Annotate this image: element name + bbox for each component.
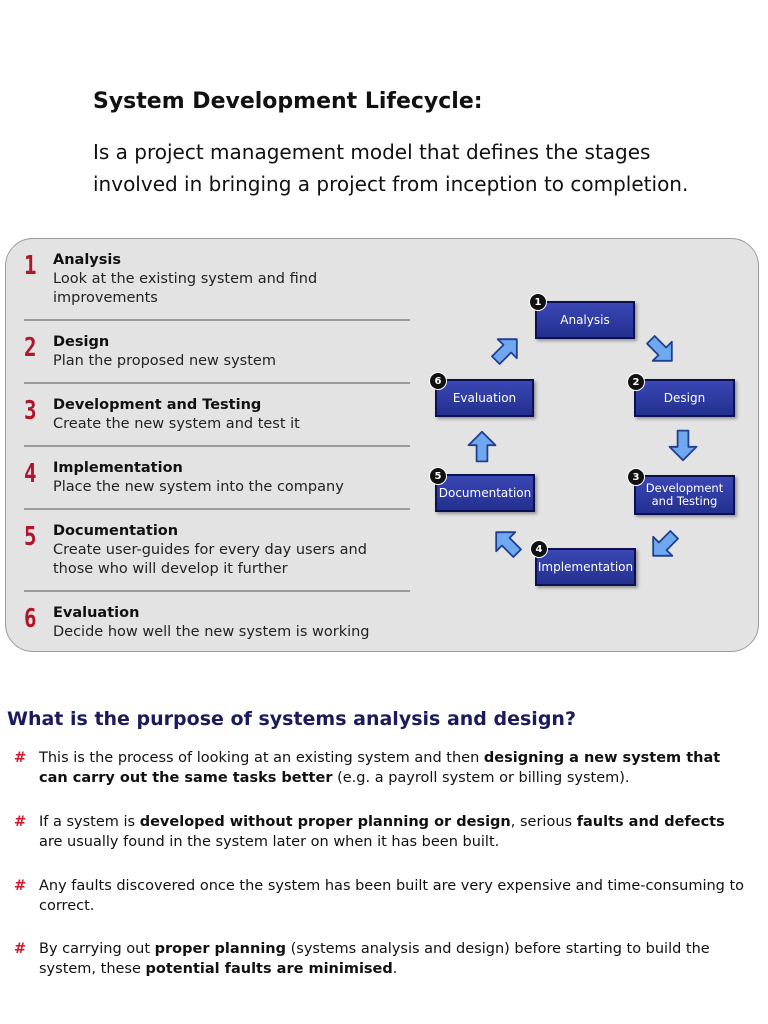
stage-number: 3 xyxy=(24,396,37,426)
cycle-box-design: Design xyxy=(634,379,735,417)
stage-divider xyxy=(24,445,410,447)
bold-text-segment: potential faults are minimised xyxy=(145,961,393,977)
stage-description: Decide how well the new system is workin… xyxy=(53,624,370,640)
cycle-box-label: Design xyxy=(663,390,706,405)
bold-text-segment: faults and defects xyxy=(576,814,725,830)
bold-text-segment: designing a new system that can carry ou… xyxy=(39,750,721,786)
arrow-up-icon xyxy=(467,430,497,463)
purpose-question-heading: What is the purpose of systems analysis … xyxy=(7,708,576,730)
stage-description: Plan the proposed new system xyxy=(53,353,276,369)
stage-number: 5 xyxy=(24,522,37,552)
bullet-text: Any faults discovered once the system ha… xyxy=(39,876,751,916)
cycle-badge: 5 xyxy=(429,467,447,485)
cycle-badge: 4 xyxy=(530,540,548,558)
arrow-down-icon xyxy=(668,429,698,462)
stage-number: 2 xyxy=(24,333,37,363)
cycle-box-label: Analysis xyxy=(560,312,610,327)
text-segment: Any faults discovered once the system ha… xyxy=(39,878,745,914)
hash-bullet-icon: # xyxy=(14,941,27,957)
stage-title: Design xyxy=(53,334,110,350)
stage-description: Look at the existing system and find imp… xyxy=(53,271,318,306)
stage-title: Implementation xyxy=(53,460,183,476)
lifecycle-panel: 1 Analysis Look at the existing system a… xyxy=(5,238,759,652)
text-segment: (e.g. a payroll system or billing system… xyxy=(332,770,630,786)
cycle-box-analysis: Analysis xyxy=(535,301,635,339)
cycle-badge: 3 xyxy=(627,468,645,486)
intro-paragraph: Is a project management model that defin… xyxy=(93,140,689,196)
cycle-box-label: Development and Testing xyxy=(645,481,724,508)
cycle-box-evaluation: Evaluation xyxy=(435,379,534,417)
hash-bullet-icon: # xyxy=(14,878,27,894)
cycle-badge: 2 xyxy=(627,373,645,391)
stage-title: Evaluation xyxy=(53,605,140,621)
cycle-box-label: Documentation xyxy=(438,485,532,500)
arrow-up-right-icon xyxy=(491,338,518,365)
text-segment: By carrying out xyxy=(39,941,155,957)
text-segment: If a system is xyxy=(39,814,140,830)
arrow-up-left-icon xyxy=(495,531,522,558)
bullet-text: This is the process of looking at an exi… xyxy=(39,748,751,788)
arrow-down-left-icon xyxy=(652,530,679,557)
stage-description: Create the new system and test it xyxy=(53,416,300,432)
cycle-box-label: Evaluation xyxy=(452,390,517,405)
bullet-text: By carrying out proper planning (systems… xyxy=(39,939,751,979)
stage-number: 1 xyxy=(24,251,37,281)
arrow-down-right-icon xyxy=(646,335,673,362)
cycle-badge: 1 xyxy=(529,293,547,311)
text-segment: , serious xyxy=(510,814,577,830)
stage-number: 4 xyxy=(24,459,37,489)
bold-text-segment: developed without proper planning or des… xyxy=(139,814,511,830)
bullet-text: If a system is developed without proper … xyxy=(39,812,751,852)
text-segment: This is the process of looking at an exi… xyxy=(39,750,484,766)
bold-text-segment: proper planning xyxy=(154,941,286,957)
stage-description: Place the new system into the company xyxy=(53,479,344,495)
page-heading: System Development Lifecycle: xyxy=(93,89,483,114)
cycle-box-label: Implementation xyxy=(537,559,634,574)
cycle-box-documentation: Documentation xyxy=(435,474,535,512)
cycle-badge: 6 xyxy=(429,372,447,390)
stage-number: 6 xyxy=(24,604,37,634)
stage-divider xyxy=(24,590,410,592)
stage-divider xyxy=(24,382,410,384)
hash-bullet-icon: # xyxy=(14,814,27,830)
stage-title: Development and Testing xyxy=(53,397,262,413)
hash-bullet-icon: # xyxy=(14,750,27,766)
cycle-box-development: Development and Testing xyxy=(634,475,735,515)
text-segment: . xyxy=(392,961,398,977)
text-segment: are usually found in the system later on… xyxy=(39,834,500,850)
stage-title: Analysis xyxy=(53,252,121,268)
stage-description: Create user-guides for every day users a… xyxy=(53,542,367,577)
stage-divider xyxy=(24,319,410,321)
stage-title: Documentation xyxy=(53,523,179,539)
text-segment: (systems analysis and design) before sta… xyxy=(39,941,710,977)
stage-divider xyxy=(24,508,410,510)
cycle-box-implementation: Implementation xyxy=(535,548,636,586)
